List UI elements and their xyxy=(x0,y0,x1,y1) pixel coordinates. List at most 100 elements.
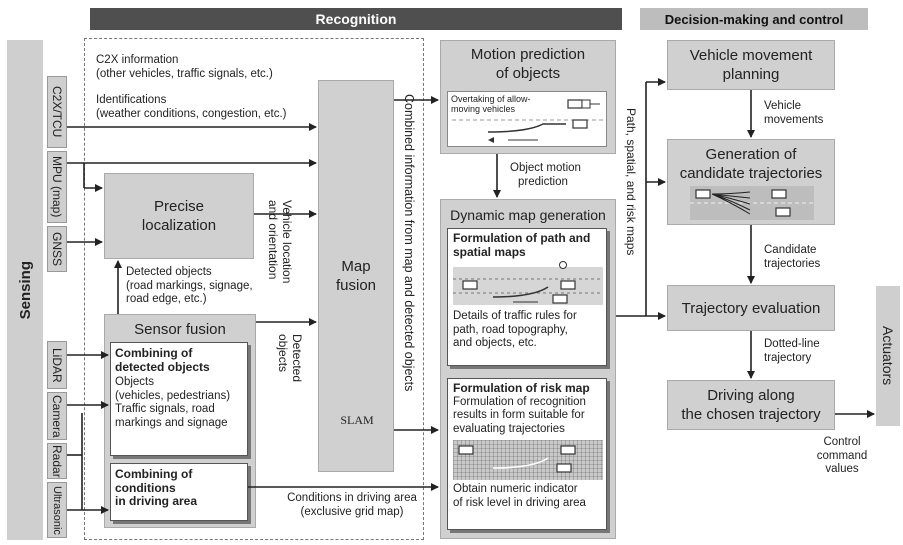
path-spatial-risk-label: Path, spatial, and risk maps xyxy=(624,108,638,256)
inset-line: Overtaking of allow- xyxy=(451,94,531,104)
risk-map-box: Formulation of risk map Formulation of r… xyxy=(447,378,607,530)
sensor-mpu-map: MPU (map) xyxy=(47,151,67,223)
decision-header: Decision-making and control xyxy=(640,8,868,30)
trajectory-evaluation-title: Trajectory evaluation xyxy=(681,299,821,317)
map-fusion-title: fusion xyxy=(335,277,377,294)
risk-map-line: Formulation of recognition xyxy=(453,395,586,408)
control-command-label: Control command values xyxy=(812,436,872,477)
map-fusion-box: Map fusion SLAM xyxy=(318,80,394,472)
vehicle-movements-label: Vehicle movements xyxy=(764,100,844,127)
candidate-generation-title: candidate trajectories xyxy=(679,165,823,182)
sensor-label: Radar xyxy=(50,444,64,478)
detected-objects-label: Detected objects xyxy=(276,334,304,382)
driving-along-box: Driving along the chosen trajectory xyxy=(667,380,835,430)
sensing-label: Sensing xyxy=(16,260,34,320)
detected-objects-line: Detected xyxy=(290,334,304,383)
sensor-radar: Radar xyxy=(47,443,67,479)
combining-conditions-line: conditions xyxy=(115,480,176,495)
motion-inset-illustration xyxy=(452,99,604,143)
combining-objects-line: markings and signage xyxy=(115,416,228,429)
actuators-bar: Actuators xyxy=(876,286,900,426)
slam-label: SLAM xyxy=(340,413,374,427)
sensor-gnss: GNSS xyxy=(47,226,67,272)
conditions-line: (exclusive grid map) xyxy=(300,505,404,518)
risk-map-line: Obtain numeric indicator xyxy=(453,483,578,495)
combining-objects-line: Objects xyxy=(115,376,154,388)
detected-objects-note: Detected objects (road markings, signage… xyxy=(126,266,276,307)
map-fusion-title: Map xyxy=(341,258,371,275)
control-command-line: command xyxy=(816,449,868,462)
vehicle-movement-title: planning xyxy=(722,66,780,83)
risk-map-title: Formulation of risk map xyxy=(453,381,590,395)
combining-objects-line: (vehicles, pedestrians) xyxy=(115,389,231,402)
inset-text: Overtaking of allow- moving vehicles xyxy=(451,94,531,114)
dotted-line-label: Dotted-line trajectory xyxy=(764,338,844,365)
c2x-info-line: C2X information xyxy=(96,54,179,66)
combining-conditions-line: in driving area xyxy=(115,494,198,508)
detected-objects-line: objects xyxy=(276,334,290,373)
combining-objects-title: detected objects xyxy=(115,359,210,374)
path-maps-title: Formulation of path and xyxy=(453,231,591,245)
precise-localization-title: localization xyxy=(141,217,217,234)
identifications-line: (weather conditions, congestion, etc.) xyxy=(96,107,287,120)
driving-along-title: the chosen trajectory xyxy=(681,406,821,423)
trajectory-evaluation-box: Trajectory evaluation xyxy=(667,285,835,331)
sensor-lidar: LiDAR xyxy=(47,341,67,389)
candidate-generation-title: Generation of xyxy=(705,146,797,163)
c2x-info-text: C2X information (other vehicles, traffic… xyxy=(96,54,336,81)
vehicle-location-label: Vehicle location and orientation xyxy=(266,200,294,283)
recognition-frame xyxy=(84,38,424,540)
sensor-label: GNSS xyxy=(50,231,64,266)
candidate-trajectories-line: trajectories xyxy=(764,257,821,270)
sensor-camera: Camera xyxy=(47,392,67,440)
precise-localization-title: Precise xyxy=(153,198,205,215)
path-maps-title: spatial maps xyxy=(453,244,526,259)
combining-objects-line: Traffic signals, road xyxy=(115,403,215,415)
risk-map-line: results in form suitable for xyxy=(453,409,585,421)
sensor-label: Ultrasonic xyxy=(51,485,63,535)
candidate-trajectories-label: Candidate trajectories xyxy=(764,244,854,271)
vehicle-movements-line: Vehicle xyxy=(764,100,802,112)
sensor-label: MPU (map) xyxy=(50,156,64,218)
path-maps-line: and objects, etc. xyxy=(453,337,537,349)
risk-map-line: of risk level in driving area xyxy=(453,496,586,509)
note-line: (road markings, signage, xyxy=(126,279,253,292)
precise-localization-box: Precise localization xyxy=(104,173,254,259)
combining-objects-title: Combining of xyxy=(115,346,193,360)
note-line: road edge, etc.) xyxy=(126,293,207,305)
sensor-ultrasonic: Ultrasonic xyxy=(47,482,67,538)
vehicle-location-line: and orientation xyxy=(266,200,280,280)
object-motion-label: Object motion prediction xyxy=(510,162,610,189)
sensing-bar: Sensing xyxy=(7,40,43,540)
conditions-line: Conditions in driving area xyxy=(287,492,417,504)
path-maps-line: path, road topography, xyxy=(453,323,568,336)
vehicle-movements-line: movements xyxy=(764,113,824,126)
combining-conditions-box: Combining of conditions in driving area xyxy=(110,463,248,521)
note-line: Detected objects xyxy=(126,266,212,278)
actuators-label: Actuators xyxy=(880,326,896,386)
risk-map-grid-illustration xyxy=(453,440,603,480)
recognition-header: Recognition xyxy=(90,8,622,30)
combining-detected-objects-box: Combining of detected objects Objects (v… xyxy=(110,342,248,456)
combined-info-label: Combined information from map and detect… xyxy=(402,94,416,392)
identifications-text: Identifications (weather conditions, con… xyxy=(96,94,336,121)
sensor-label: LiDAR xyxy=(50,347,64,383)
candidate-generation-box: Generation of candidate trajectories xyxy=(667,139,835,225)
object-motion-line: prediction xyxy=(518,175,568,188)
dotted-line-line: trajectory xyxy=(764,351,812,364)
candidate-trajectories-illustration xyxy=(690,186,814,220)
path-maps-box: Formulation of path and spatial maps Det… xyxy=(447,228,607,366)
inset-line: moving vehicles xyxy=(451,104,516,114)
sensor-fusion-title: Sensor fusion xyxy=(134,321,226,338)
conditions-label: Conditions in driving area (exclusive gr… xyxy=(262,492,442,519)
sensor-c2x-tcu: C2X/TCU xyxy=(47,76,67,148)
path-map-illustration xyxy=(453,261,603,305)
vehicle-movement-title: Vehicle movement xyxy=(689,47,813,64)
object-motion-line: Object motion xyxy=(510,162,581,174)
vehicle-movement-planning-box: Vehicle movement planning xyxy=(667,40,835,90)
driving-along-title: Driving along xyxy=(707,387,795,404)
motion-prediction-box: Motion prediction of objects Overtaking … xyxy=(440,40,616,154)
motion-prediction-title: of objects xyxy=(495,65,561,82)
motion-inset: Overtaking of allow- moving vehicles xyxy=(447,91,607,147)
control-command-line: Control xyxy=(823,436,861,448)
